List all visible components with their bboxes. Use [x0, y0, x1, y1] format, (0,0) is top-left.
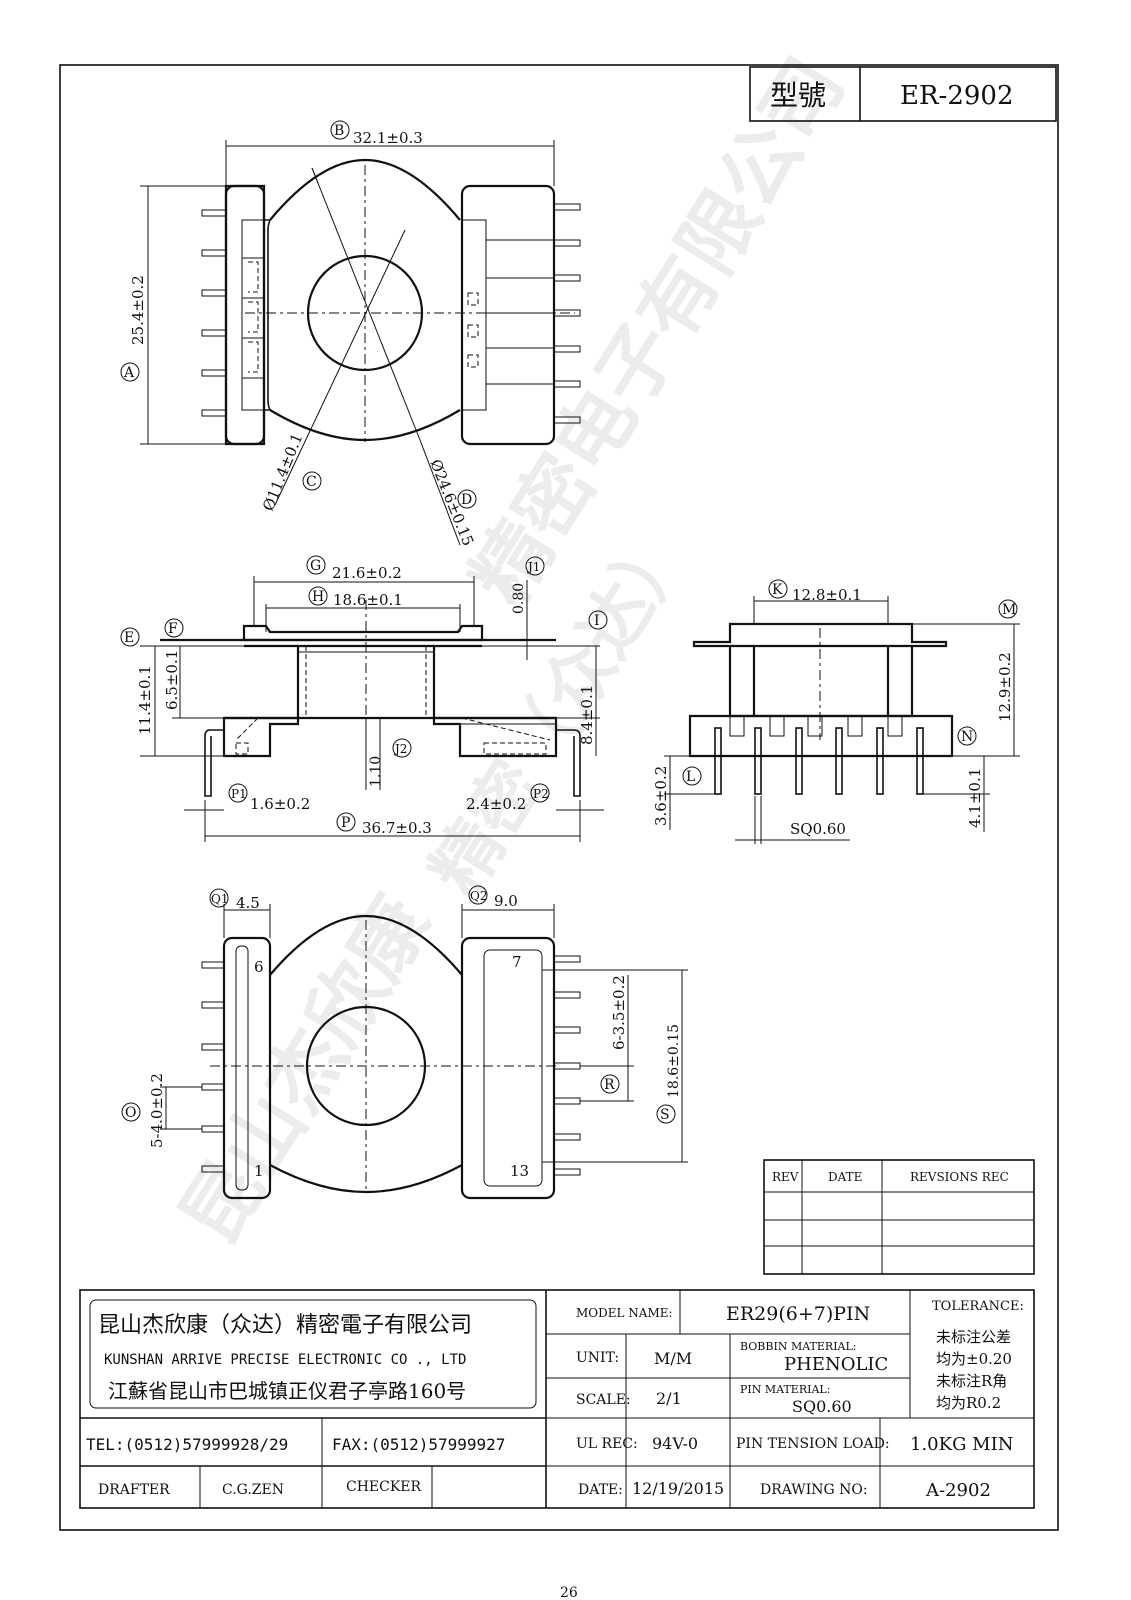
label-b: B [334, 123, 344, 139]
dim-c: Ø11.4±0.1 [259, 431, 306, 514]
label-g: G [310, 558, 321, 574]
label-s: S [660, 1107, 670, 1123]
dim-p2: 2.4±0.2 [466, 795, 526, 813]
label-a: A [123, 365, 135, 381]
label-k: K [772, 582, 783, 598]
drawing-no-value: A-2902 [925, 1480, 991, 1501]
dim-k: 12.8±0.1 [792, 586, 862, 604]
rev-header: REV [772, 1170, 799, 1184]
unit-label: UNIT: [576, 1350, 619, 1366]
label-j2: J2 [393, 742, 407, 756]
dim-g: 21.6±0.2 [332, 564, 402, 582]
dim-j2: 1.10 [368, 756, 384, 787]
company-fax: FAX:(0512)57999927 [332, 1435, 505, 1454]
label-e: E [124, 630, 134, 646]
dim-q2: 9.0 [494, 892, 518, 910]
bobbin-label: BOBBIN MATERIAL: [740, 1340, 857, 1353]
sheet-border [59, 64, 1059, 1531]
pin-7-label: 7 [512, 953, 522, 971]
dim-n: 4.1±0.1 [966, 768, 984, 828]
unit-value: M/M [654, 1349, 692, 1368]
tolerance-label: TOLERANCE: [932, 1299, 1024, 1314]
drafter-value: C.G.ZEN [222, 1482, 284, 1498]
dim-sq: SQ0.60 [790, 820, 846, 838]
dim-f: 6.5±0.1 [163, 650, 181, 710]
ul-label: UL REC: [576, 1436, 638, 1452]
pin-material-label: PIN MATERIAL: [740, 1383, 830, 1396]
tolerance-1: 未标注公差 [936, 1328, 1011, 1346]
tolerance-3: 未标注R角 [936, 1372, 1007, 1390]
dim-q1: 4.5 [236, 894, 260, 912]
model-value: ER-2902 [900, 81, 1014, 111]
side-view: G 21.6±0.2 H 18.6±0.1 J1 0.80 I E F 11.4… [120, 555, 608, 842]
header-model-box: 型號 ER-2902 [749, 66, 1057, 122]
pin-6-label: 6 [254, 958, 264, 976]
label-i: I [594, 613, 600, 629]
dim-l: 3.6±0.2 [652, 766, 670, 826]
label-c: C [306, 474, 317, 490]
label-n: N [961, 729, 973, 745]
date-label: DATE: [578, 1482, 623, 1498]
pin-13-label: 13 [510, 1162, 529, 1180]
page-number: 26 [560, 1585, 578, 1600]
tension-label: PIN TENSION LOAD: [736, 1436, 890, 1452]
date-value: 12/19/2015 [632, 1479, 724, 1498]
model-label: 型號 [770, 79, 826, 112]
dim-p1: 1.6±0.2 [250, 795, 310, 813]
dim-s: 18.6±0.15 [666, 1024, 682, 1098]
tension-value: 1.0KG MIN [910, 1434, 1013, 1455]
label-p2: P2 [533, 787, 549, 801]
label-p1: P1 [231, 787, 247, 801]
drafter-label: DRAFTER [98, 1482, 170, 1498]
drawing-no-label: DRAWING NO: [760, 1482, 868, 1498]
dim-a: 25.4±0.2 [129, 275, 147, 345]
ul-value: 94V-0 [652, 1434, 698, 1453]
dim-m: 12.9±0.2 [996, 652, 1014, 722]
label-q2: Q2 [470, 889, 487, 903]
title-block: 昆山杰欣康（众达）精密電子有限公司 KUNSHAN ARRIVE PRECISE… [79, 1289, 1035, 1509]
model-name-label: MODEL NAME: [576, 1306, 673, 1320]
scale-value: 2/1 [656, 1389, 682, 1408]
label-d: D [461, 492, 472, 508]
tolerance-2: 均为±0.20 [936, 1350, 1012, 1368]
company-tel: TEL:(0512)57999928/29 [86, 1435, 288, 1454]
date-header: DATE [828, 1170, 862, 1184]
dim-h: 18.6±0.1 [333, 591, 403, 609]
revisions-header: REVSIONS REC [910, 1170, 1009, 1184]
pin-material-value: SQ0.60 [792, 1397, 852, 1416]
dim-o: 5-4.0±0.2 [148, 1073, 166, 1148]
dim-j1: 0.80 [511, 583, 527, 614]
label-m: M [1002, 602, 1016, 618]
label-l: L [686, 769, 695, 785]
label-f: F [168, 621, 178, 637]
bottom-view: 6 1 7 13 Q1 4.5 Q2 9.0 [121, 885, 688, 1200]
label-r: R [604, 1077, 615, 1093]
scale-label: SCALE: [576, 1392, 631, 1408]
dim-e: 11.4±0.1 [136, 665, 154, 735]
dim-b: 32.1±0.3 [353, 129, 423, 147]
dim-pitch: 6-3.5±0.2 [610, 975, 628, 1050]
tolerance-4: 均为R0.2 [936, 1394, 1001, 1412]
checker-label: CHECKER [346, 1479, 422, 1495]
label-h: H [312, 589, 324, 605]
label-j1: J1 [526, 560, 540, 574]
company-address: 江蘇省昆山市巴城镇正仪君子亭路160号 [108, 1379, 466, 1403]
bobbin-value: PHENOLIC [784, 1354, 888, 1375]
label-o: O [125, 1105, 136, 1121]
company-name-en: KUNSHAN ARRIVE PRECISE ELECTRONIC CO ., … [104, 1352, 466, 1368]
dim-i: 8.4±0.1 [578, 685, 596, 745]
revision-table: REV DATE REVSIONS REC [763, 1159, 1035, 1275]
company-name-cn: 昆山杰欣康（众达）精密電子有限公司 [98, 1313, 472, 1338]
label-p: P [341, 815, 350, 831]
pin-1-label: 1 [254, 1162, 264, 1180]
dim-p: 36.7±0.3 [362, 819, 432, 837]
label-q1: Q1 [211, 892, 228, 906]
end-view: K 12.8±0.1 M 12.9±0.2 N 4.1±0.1 L 3.6±0.… [652, 579, 1020, 844]
model-name-value: ER29(6+7)PIN [726, 1303, 870, 1325]
